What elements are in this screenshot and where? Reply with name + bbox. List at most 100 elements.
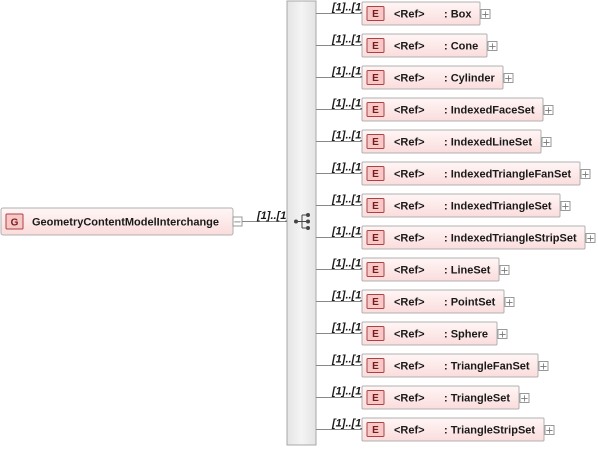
element-box — [361, 193, 561, 218]
root-collapse-toggle[interactable]: − — [232, 216, 243, 228]
element-node-trianglefanset[interactable]: E<Ref>: TriangleFanSet — [361, 353, 539, 378]
element-box — [361, 257, 500, 282]
element-expand-toggle[interactable]: + — [538, 361, 549, 373]
element-box — [361, 385, 520, 410]
element-expand-toggle[interactable]: + — [560, 201, 571, 213]
element-ref-label: <Ref> — [394, 297, 425, 309]
element-expand-toggle[interactable]: + — [580, 169, 591, 181]
plus-icon: + — [520, 394, 528, 405]
element-node-indexedtrianglefanset[interactable]: E<Ref>: IndexedTriangleFanSet — [361, 161, 581, 186]
plus-icon: + — [481, 10, 489, 21]
element-expand-toggle[interactable]: + — [480, 9, 491, 21]
expand-toggle-box — [560, 201, 571, 211]
element-expand-toggle[interactable]: + — [541, 137, 552, 149]
element-row-triangleset: [1]..[1]E<Ref>: TriangleSet+ — [316, 385, 530, 410]
element-badge — [366, 422, 385, 437]
element-node-cylinder[interactable]: E<Ref>: Cylinder — [361, 65, 504, 90]
element-badge — [366, 38, 385, 53]
element-ref-label: <Ref> — [394, 169, 425, 181]
element-badge — [366, 358, 385, 373]
element-ref-label: <Ref> — [394, 9, 425, 21]
element-row-indexedfaceset: [1]..[1]E<Ref>: IndexedFaceSet+ — [316, 97, 554, 122]
element-name: : IndexedTriangleStripSet — [444, 233, 577, 245]
element-node-indexedlineset[interactable]: E<Ref>: IndexedLineSet — [361, 129, 542, 154]
element-box — [361, 417, 545, 442]
plus-icon: + — [498, 330, 506, 341]
root-group-node[interactable]: G GeometryContentModelInterchange — [0, 207, 234, 236]
element-badge — [366, 6, 385, 21]
element-expand-toggle[interactable]: + — [499, 265, 510, 277]
expand-toggle-box — [504, 297, 515, 307]
element-badge-label: E — [372, 137, 379, 148]
plus-icon: + — [542, 138, 550, 149]
element-expand-toggle[interactable]: + — [503, 73, 514, 85]
element-node-indexedtriangleset[interactable]: E<Ref>: IndexedTriangleSet — [361, 193, 561, 218]
element-ref-label: <Ref> — [394, 233, 425, 245]
element-box — [361, 65, 504, 90]
element-badge-label: E — [372, 73, 379, 84]
element-badge-label: E — [372, 329, 379, 340]
sequence-compositor-icon[interactable] — [294, 213, 310, 230]
element-row-pointset: [1]..[1]E<Ref>: PointSet+ — [316, 289, 515, 314]
element-badge — [366, 230, 385, 245]
child-elements: [1]..[1] E <Ref> : Box + [1]..[1] E <Ref> : Cone… — [316, 1, 596, 442]
element-box — [361, 97, 544, 122]
element-node-lineset[interactable]: E<Ref>: LineSet — [361, 257, 500, 282]
element-cardinality: [1]..[1] — [331, 258, 365, 270]
element-row-trianglefanset: [1]..[1]E<Ref>: TriangleFanSet+ — [316, 353, 549, 378]
element-ref-label: <Ref> — [394, 41, 425, 53]
root-group-name: GeometryContentModelInterchange — [32, 217, 219, 229]
expand-toggle-box — [497, 329, 508, 339]
element-badge — [366, 262, 385, 277]
element-ref-label: <Ref> — [394, 137, 425, 149]
element-cardinality: [1]..[1] — [331, 354, 365, 366]
element-node-trianglestripset[interactable]: E<Ref>: TriangleStripSet — [361, 417, 545, 442]
element-name: : LineSet — [444, 265, 491, 277]
element-name: : Cone — [444, 41, 478, 53]
element-badge — [366, 134, 385, 149]
element-name: : IndexedTriangleSet — [444, 201, 552, 213]
expand-toggle-box — [541, 137, 552, 147]
expand-toggle-box — [487, 41, 498, 51]
root-group-badge-label: G — [11, 218, 19, 229]
element-expand-toggle[interactable]: + — [487, 41, 498, 53]
element-box — [361, 353, 539, 378]
plus-icon: + — [581, 170, 589, 181]
element-expand-toggle[interactable]: + — [543, 105, 554, 117]
plus-icon: + — [586, 234, 594, 245]
element-expand-toggle[interactable]: + — [504, 297, 515, 309]
plus-icon: + — [500, 266, 508, 277]
element-node-indexedfaceset[interactable]: E<Ref>: IndexedFaceSet — [361, 97, 544, 122]
element-expand-toggle[interactable]: + — [519, 393, 530, 405]
element-cardinality: [1]..[1] — [331, 66, 365, 78]
element-cardinality: [1]..[1] — [331, 130, 365, 142]
element-expand-toggle[interactable]: + — [585, 233, 596, 245]
element-row-cylinder: [1]..[1]E<Ref>: Cylinder+ — [316, 65, 514, 90]
element-name: : Cylinder — [444, 73, 495, 85]
element-expand-toggle[interactable]: + — [497, 329, 508, 341]
element-name: : PointSet — [444, 297, 496, 309]
element-node-indexedtrianglestripset[interactable]: E <Ref> : IndexedTriangleStripSet — [361, 225, 586, 250]
element-node-pointset[interactable]: E<Ref>: PointSet — [361, 289, 505, 314]
element-row-cone: [1]..[1]E<Ref>: Cone+ — [316, 33, 498, 58]
element-badge — [366, 102, 385, 117]
element-badge-label: E — [372, 233, 379, 244]
plus-icon: + — [505, 298, 513, 309]
element-expand-toggle[interactable]: + — [544, 425, 555, 437]
element-node-cone[interactable]: E<Ref>: Cone — [361, 33, 488, 58]
element-badge-label: E — [372, 169, 379, 180]
expand-toggle-box — [585, 233, 596, 243]
element-row-indexedlineset: [1]..[1]E<Ref>: IndexedLineSet+ — [316, 129, 552, 154]
element-ref-label: <Ref> — [394, 329, 425, 341]
element-cardinality: [1]..[1] — [331, 34, 365, 46]
sequence-dot-icon — [294, 219, 298, 224]
element-node-box[interactable]: E<Ref>: Box — [361, 1, 481, 26]
element-row-lineset: [1]..[1]E<Ref>: LineSet+ — [316, 257, 510, 282]
element-node-triangleset[interactable]: E<Ref>: TriangleSet — [361, 385, 520, 410]
expand-toggle-box — [519, 393, 530, 403]
element-row-indexedtrianglestripset: [1]..[1] E <Ref> : IndexedTriangleStripSet + — [316, 225, 596, 250]
element-cardinality: [1]..[1] — [331, 226, 365, 238]
element-name: : Box — [444, 9, 472, 21]
element-node-sphere[interactable]: E<Ref>: Sphere — [361, 321, 498, 346]
element-row-box: [1]..[1]E<Ref>: Box+ — [316, 1, 491, 26]
